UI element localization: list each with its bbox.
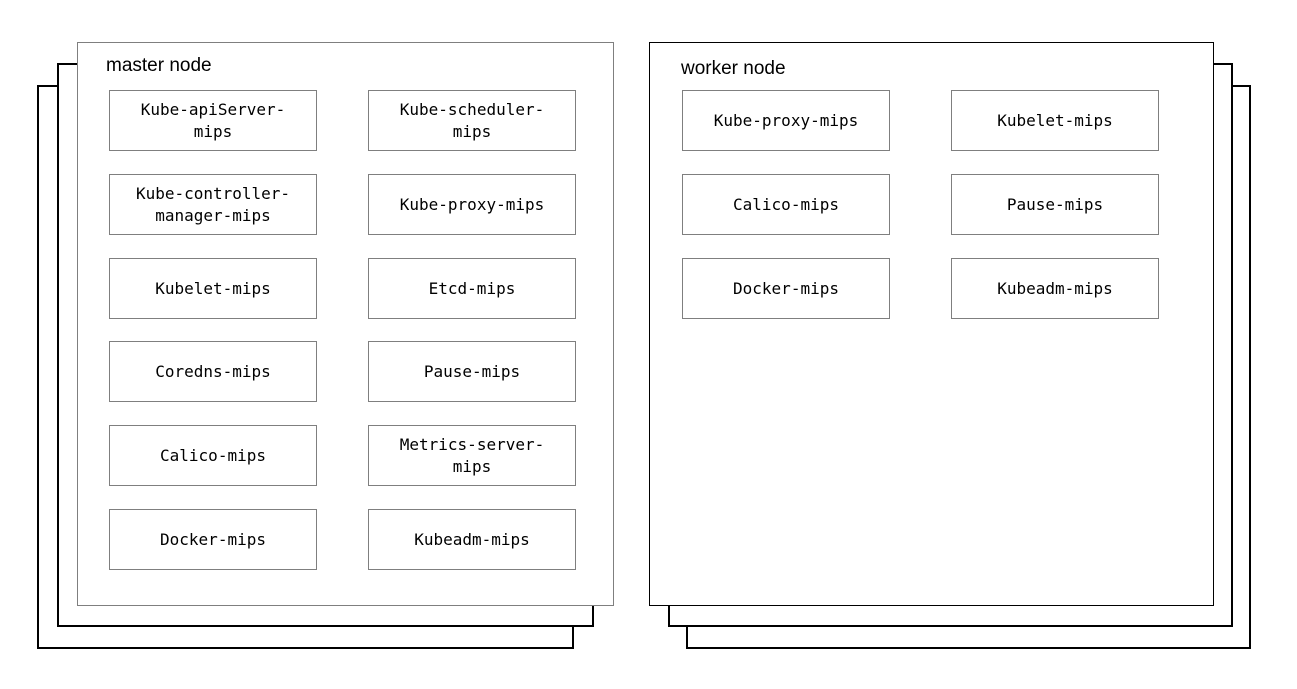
- component-box-kubelet-mips-worker: Kubelet-mips: [951, 90, 1159, 151]
- component-box-kubeadm-mips-worker: Kubeadm-mips: [951, 258, 1159, 319]
- master-node-box: master node Kube-apiServer- mips Kube-sc…: [77, 42, 614, 606]
- worker-node-box: worker node Kube-proxy-mips Kubelet-mips…: [649, 42, 1214, 606]
- component-box-metrics-server-mips: Metrics-server- mips: [368, 425, 576, 486]
- component-box-calico-mips-worker: Calico-mips: [682, 174, 890, 235]
- component-box-kubeadm-mips-master: Kubeadm-mips: [368, 509, 576, 570]
- master-node-title: master node: [106, 55, 212, 76]
- component-box-etcd-mips: Etcd-mips: [368, 258, 576, 319]
- component-box-kube-proxy-mips-master: Kube-proxy-mips: [368, 174, 576, 235]
- worker-node-title: worker node: [681, 58, 786, 79]
- component-box-pause-mips-master: Pause-mips: [368, 341, 576, 402]
- component-box-kube-controller-manager-mips: Kube-controller- manager-mips: [109, 174, 317, 235]
- component-box-docker-mips-worker: Docker-mips: [682, 258, 890, 319]
- component-box-docker-mips-master: Docker-mips: [109, 509, 317, 570]
- component-box-kube-proxy-mips-worker: Kube-proxy-mips: [682, 90, 890, 151]
- component-box-coredns-mips: Coredns-mips: [109, 341, 317, 402]
- component-box-kube-scheduler-mips: Kube-scheduler- mips: [368, 90, 576, 151]
- component-box-pause-mips-worker: Pause-mips: [951, 174, 1159, 235]
- component-box-kubelet-mips-master: Kubelet-mips: [109, 258, 317, 319]
- component-box-kube-apiserver-mips: Kube-apiServer- mips: [109, 90, 317, 151]
- component-box-calico-mips-master: Calico-mips: [109, 425, 317, 486]
